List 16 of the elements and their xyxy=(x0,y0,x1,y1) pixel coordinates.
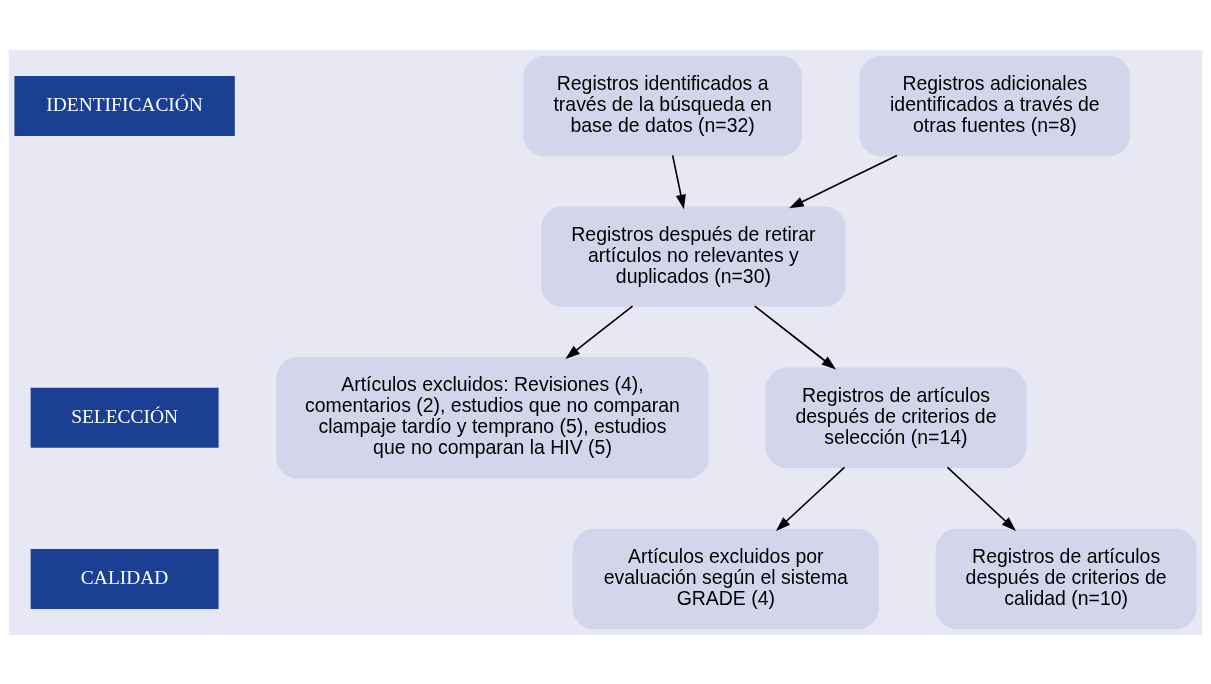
node-box: Registros de artículos después de criterios de selección (n=14) xyxy=(765,367,1027,468)
node-box: Registros de artículos después de criterios de calidad (n=10) xyxy=(935,528,1197,629)
arrow xyxy=(775,466,846,531)
arrow xyxy=(946,466,1016,531)
node-box: Registros identificados a través de la búsqueda en base de datos (n=32) xyxy=(523,55,802,156)
arrow xyxy=(565,304,634,359)
node-box: Registros después de retirar artículos no relevantes y duplicados (n=30) xyxy=(541,205,846,307)
node-box: Artículos excluidos por evaluación según el sistema GRADE (4) xyxy=(572,528,879,629)
arrow xyxy=(753,304,837,370)
node-box: Artículos excluidos: Revisiones (4), comentarios (2), estudios que no comparan clampaje tardío y temprano (5), estudios que no comparan la HIV (5) xyxy=(276,356,709,479)
node-box: SELECCIÓN xyxy=(30,387,219,448)
node-box: IDENTIFICACIÓN xyxy=(14,75,235,136)
arrow xyxy=(789,154,898,208)
arrow xyxy=(671,154,686,209)
node-box: CALIDAD xyxy=(30,548,219,609)
node-box: Registros adicionales identificados a través de otras fuentes (n=8) xyxy=(859,55,1131,156)
